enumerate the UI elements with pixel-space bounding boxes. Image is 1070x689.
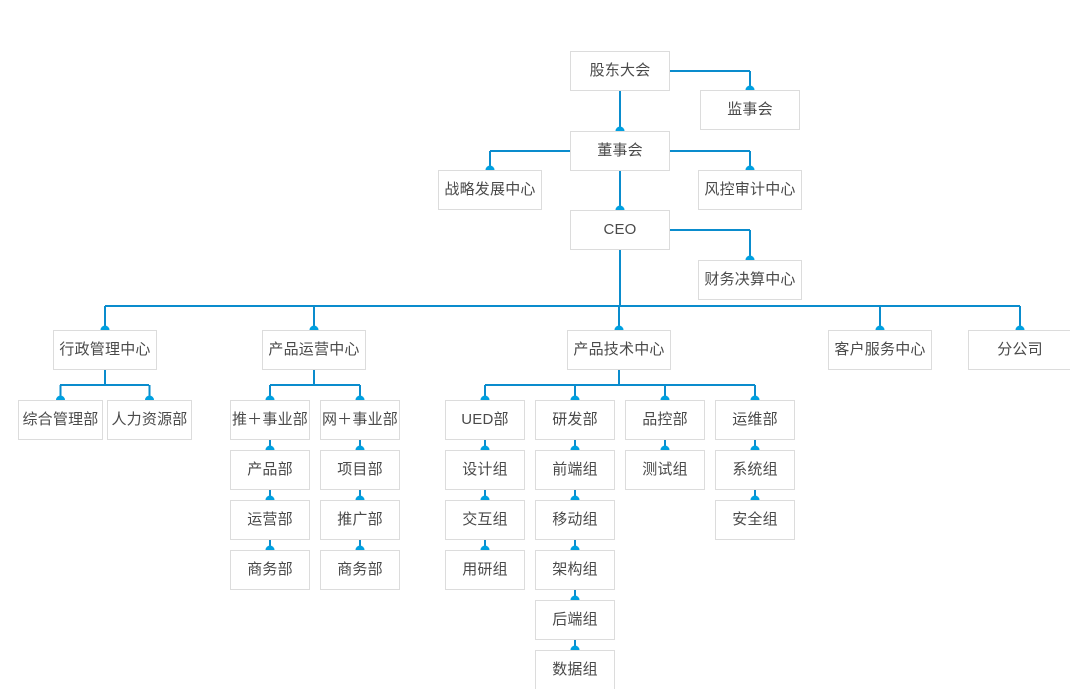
org-node-devops[interactable]: 运维部 xyxy=(715,400,795,440)
org-node-riskaudit[interactable]: 风控审计中心 xyxy=(698,170,802,210)
org-node-product_dept[interactable]: 产品部 xyxy=(230,450,310,490)
org-node-branch[interactable]: 分公司 xyxy=(968,330,1070,370)
org-node-qc[interactable]: 品控部 xyxy=(625,400,705,440)
org-node-system_group[interactable]: 系统组 xyxy=(715,450,795,490)
org-node-mobile[interactable]: 移动组 xyxy=(535,500,615,540)
org-node-strategy[interactable]: 战略发展中心 xyxy=(438,170,542,210)
org-node-customer[interactable]: 客户服务中心 xyxy=(828,330,932,370)
org-node-design_group[interactable]: 设计组 xyxy=(445,450,525,490)
org-node-ceo[interactable]: CEO xyxy=(570,210,670,250)
org-node-research_group[interactable]: 用研组 xyxy=(445,550,525,590)
org-node-frontend[interactable]: 前端组 xyxy=(535,450,615,490)
org-node-supervisory[interactable]: 监事会 xyxy=(700,90,800,130)
org-node-wang_bu[interactable]: 网＋事业部 xyxy=(320,400,400,440)
org-node-project_dept[interactable]: 项目部 xyxy=(320,450,400,490)
org-node-interact_group[interactable]: 交互组 xyxy=(445,500,525,540)
org-node-security_group[interactable]: 安全组 xyxy=(715,500,795,540)
org-node-data_group[interactable]: 数据组 xyxy=(535,650,615,689)
org-node-shareholders[interactable]: 股东大会 xyxy=(570,51,670,91)
org-node-prodops[interactable]: 产品运营中心 xyxy=(262,330,366,370)
org-node-ops_dept[interactable]: 运营部 xyxy=(230,500,310,540)
org-node-biz_dept_1[interactable]: 商务部 xyxy=(230,550,310,590)
org-node-hr[interactable]: 人力资源部 xyxy=(107,400,192,440)
org-node-tui_bu[interactable]: 推＋事业部 xyxy=(230,400,310,440)
org-node-board[interactable]: 董事会 xyxy=(570,131,670,171)
org-node-test_group[interactable]: 测试组 xyxy=(625,450,705,490)
org-node-architecture[interactable]: 架构组 xyxy=(535,550,615,590)
org-node-ued[interactable]: UED部 xyxy=(445,400,525,440)
org-node-biz_dept_2[interactable]: 商务部 xyxy=(320,550,400,590)
org-node-backend[interactable]: 后端组 xyxy=(535,600,615,640)
org-node-promo_dept[interactable]: 推广部 xyxy=(320,500,400,540)
org-node-prodtech[interactable]: 产品技术中心 xyxy=(567,330,671,370)
org-node-finance[interactable]: 财务决算中心 xyxy=(698,260,802,300)
org-node-admin[interactable]: 行政管理中心 xyxy=(53,330,157,370)
org-node-rnd[interactable]: 研发部 xyxy=(535,400,615,440)
org-node-general_mgmt[interactable]: 综合管理部 xyxy=(18,400,103,440)
